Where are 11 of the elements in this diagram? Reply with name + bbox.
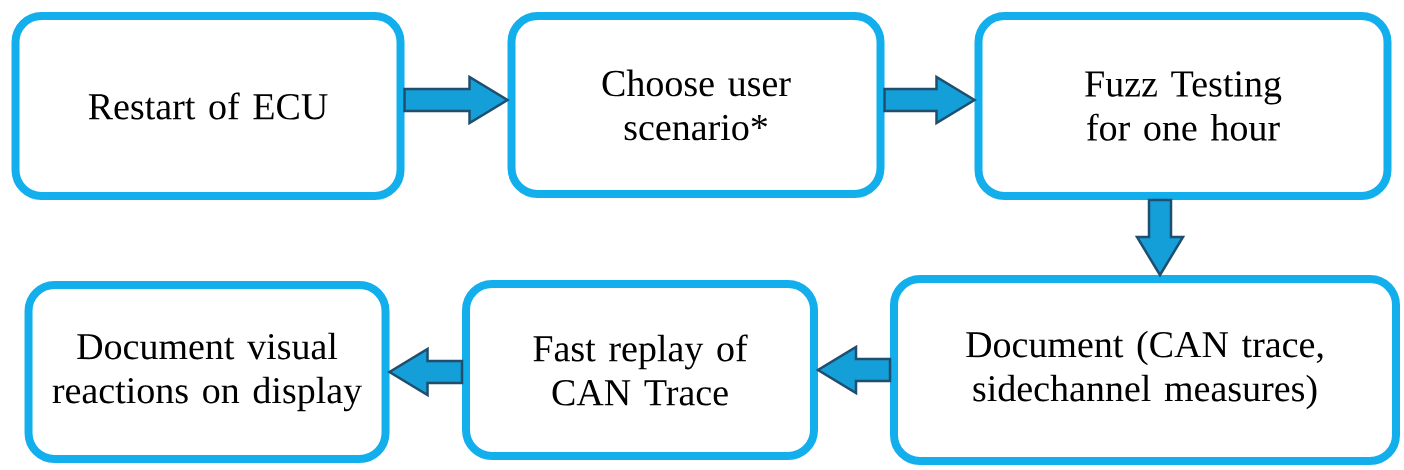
block-arrow <box>883 74 977 126</box>
process-box: Document visual reactions on display <box>24 281 390 463</box>
block-arrow <box>403 74 510 126</box>
process-box: Document (CAN trace, sidechannel measures) <box>890 275 1400 465</box>
block-arrow <box>815 344 892 396</box>
process-box: Fast replay of CAN Trace <box>462 280 818 460</box>
process-box: Restart of ECU <box>11 12 405 200</box>
process-box: Choose user scenario* <box>507 12 885 198</box>
process-box: Fuzz Testing for one hour <box>974 12 1392 200</box>
block-arrow <box>1134 198 1186 278</box>
block-arrow <box>387 346 464 398</box>
